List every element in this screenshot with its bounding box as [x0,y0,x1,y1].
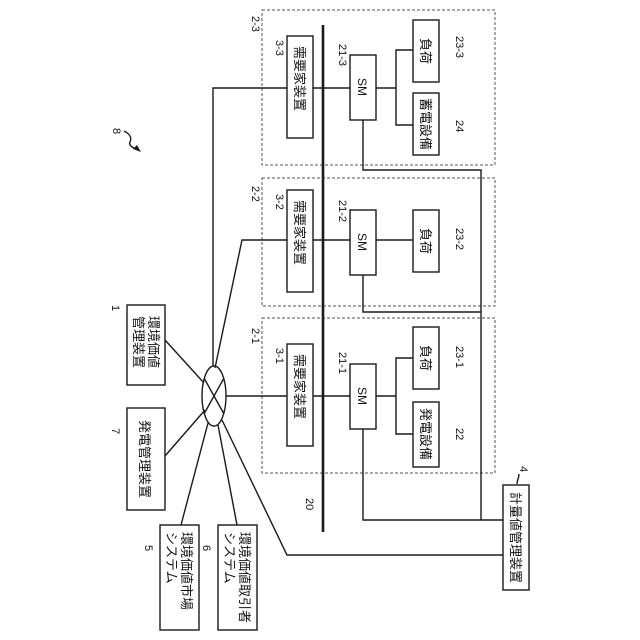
group-ref-2-2: 2-2 [249,186,261,202]
device-ref: 3-1 [273,348,285,364]
node-ref: 6 [200,545,212,551]
equipment-label: 負荷 [417,38,432,64]
equipment-label: 負荷 [417,228,432,254]
sm-label: SM [355,78,369,96]
arrow-head-icon [133,145,141,152]
ref-leader [517,474,519,484]
equipment-ref: 23-2 [453,228,465,250]
link-network-5 [181,423,208,525]
device-ref: 3-3 [273,40,285,56]
sm-ref: 21-3 [336,44,348,66]
node-ref: 4 [517,466,529,472]
sm-ref: 21-1 [336,352,348,374]
consumer-device-label: 需要家装置 [291,354,307,419]
network-icon [202,366,226,426]
link-equipment-branch [396,50,413,125]
equipment-ref: 23-3 [453,36,465,58]
node-label: 計量値管理装置 [507,492,523,583]
link-network-6 [218,425,237,525]
equipment-ref: 22 [453,428,465,440]
consumer-device-label: 需要家装置 [291,200,307,265]
sm-ref: 21-2 [336,200,348,222]
figure-ref-8: 8 [110,128,141,152]
sm-label: SM [355,387,369,405]
figure-ref-label: 8 [110,128,122,134]
equipment-label: 蓄電設備 [417,98,433,150]
equipment-label: 発電設備 [417,408,433,460]
node-label: 環境価値 [145,316,161,368]
equipment-label: 負荷 [417,345,432,371]
link-network-7 [165,410,205,456]
device-ref: 3-2 [273,194,285,210]
equipment-ref: 24 [453,120,465,132]
node-label: 環境価値取引者 [236,532,252,623]
equipment-ref: 23-1 [453,346,465,368]
node-label: システム [163,532,178,584]
node-label: 管理装置 [130,316,145,368]
bus-ref: 20 [303,498,315,510]
sm-label: SM [355,233,369,251]
node-ref: 1 [109,305,121,311]
consumer-device-label: 需要家装置 [291,46,307,111]
node-label: 環境価値市場 [178,532,194,610]
link-network-1 [165,340,204,383]
group-ref-2-3: 2-3 [249,16,261,32]
link-equipment-branch [396,358,413,434]
node-label: システム [221,532,236,584]
node-label: 発電管理装置 [136,420,151,498]
node-ref: 7 [109,428,121,434]
node-ref: 5 [142,545,154,551]
group-ref-2-1: 2-1 [249,328,261,344]
